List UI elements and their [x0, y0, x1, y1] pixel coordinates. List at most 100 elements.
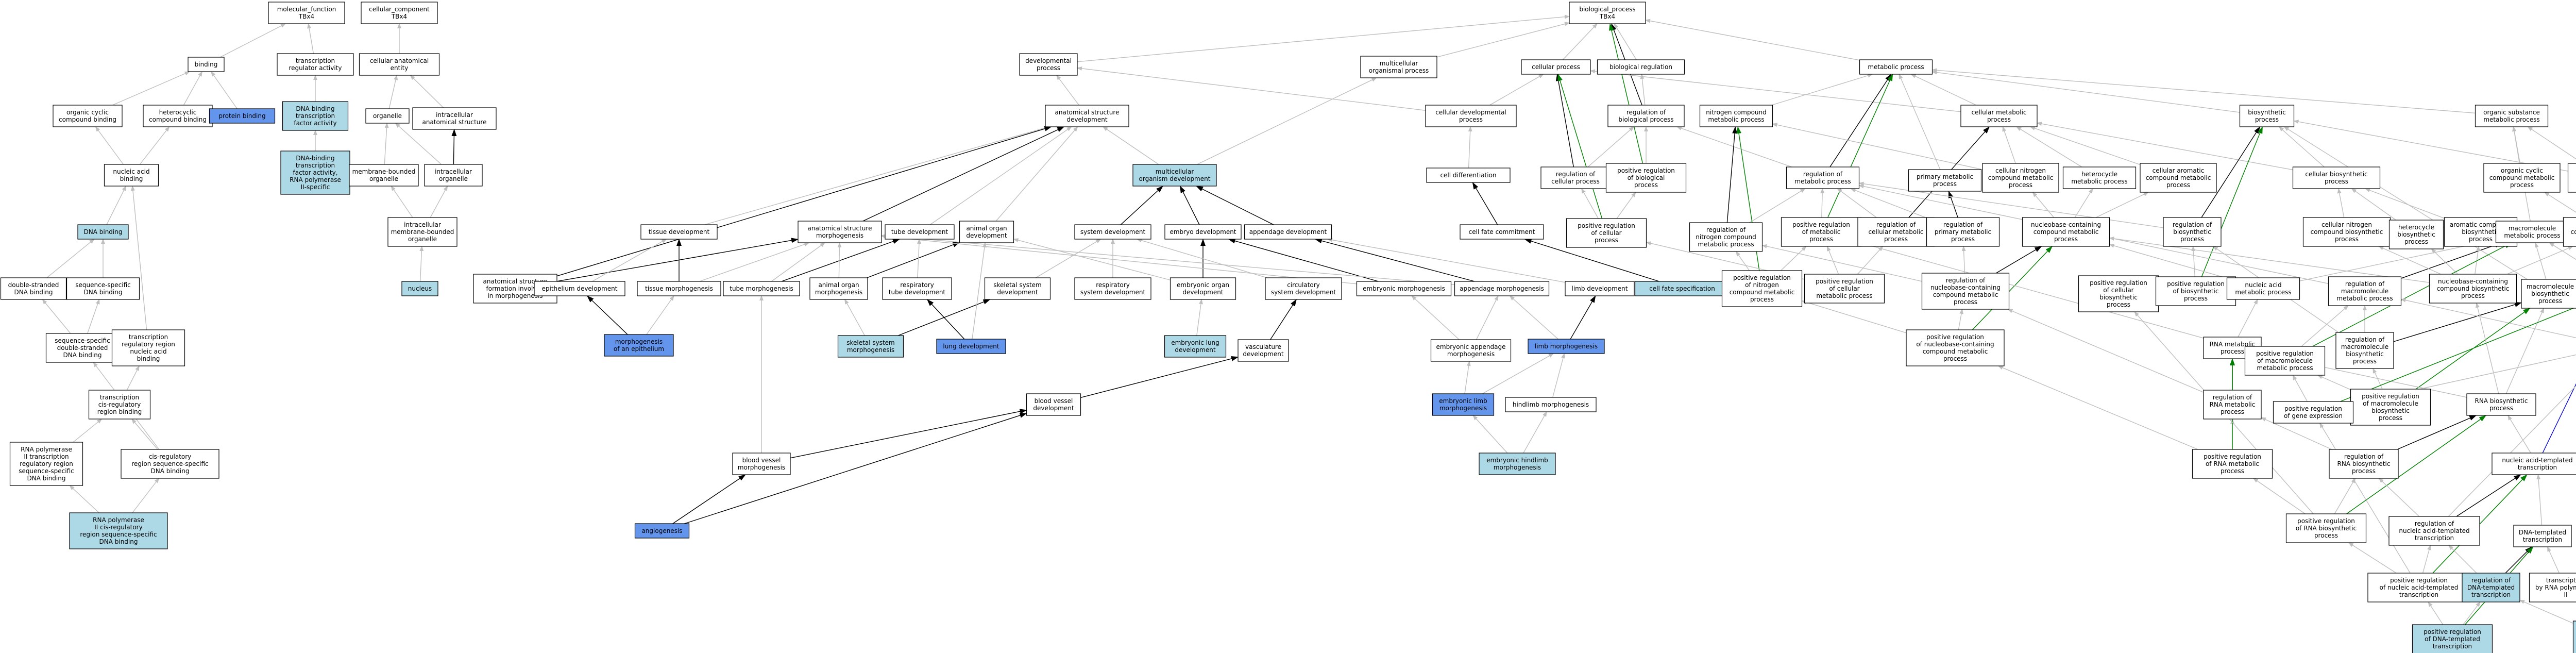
edge-is-a-aod-to-asd	[995, 126, 1078, 222]
edge-is-a-ld-to-ad	[1327, 238, 1566, 283]
term-box	[2529, 573, 2576, 602]
edge-part-of-am-to-ad	[1314, 238, 1475, 282]
term-box	[1597, 59, 1685, 75]
term-box	[387, 217, 457, 247]
term-label: cell differentiation	[1440, 172, 1496, 179]
edge-is-a-nbcmp-to-cacmp	[2095, 192, 2149, 218]
term-node-br: biological regulation	[1597, 59, 1685, 75]
term-box	[2567, 163, 2576, 193]
edge-is-a-prnatt-to-rnatt	[2422, 545, 2431, 574]
term-box	[1566, 218, 1647, 248]
edge-part-of-moep-to-epd	[586, 295, 628, 335]
edge-is-a-nab-to-occb	[95, 126, 124, 165]
term-box	[1982, 163, 2059, 193]
edge-is-a-ias-to-cae	[410, 75, 444, 108]
term-node-rtrp2: regulation oftranscriptionby RNA polymer…	[2572, 621, 2576, 653]
term-box	[121, 449, 219, 479]
term-box	[412, 107, 497, 130]
term-node-sd: system development	[1074, 224, 1151, 240]
edge-is-a-bsp-to-metp	[1931, 70, 2240, 113]
term-box	[2367, 573, 2470, 602]
edge-is-a-nbcmp-to-hcmp	[2074, 188, 2093, 218]
edge-is-a-cmp-to-cp	[1590, 69, 1961, 112]
term-box	[1164, 224, 1242, 240]
edge-is-a-td-to-asd	[704, 126, 1050, 225]
edge-part-of-rnatt-to-natt	[2456, 474, 2521, 517]
term-box	[88, 390, 151, 420]
term-box	[66, 277, 140, 300]
term-box	[1460, 224, 1544, 240]
term-node-ld: limb development	[1565, 281, 1635, 296]
term-box	[1521, 59, 1591, 75]
edge-part-of-asfm-to-asm	[556, 238, 799, 282]
edge-is-a-rrnabsp-to-rrnamp	[2261, 417, 2332, 450]
term-label: epithelium development	[542, 285, 618, 292]
term-box	[2483, 163, 2561, 193]
term-box	[1074, 224, 1151, 240]
term-box	[984, 277, 1051, 300]
term-box	[2412, 624, 2493, 653]
edge-is-a-cbp-to-cmp	[2037, 122, 2293, 171]
edge-is-a-ssdsdb-to-ssdb	[87, 299, 100, 334]
edge-part-of-rrnabsp-to-rnabsp	[2397, 415, 2477, 450]
edge-positively-regulates-prge-to-ge	[2340, 307, 2576, 402]
term-node-pb: protein binding	[209, 108, 276, 124]
edge-is-a-rge-to-rmmp	[2400, 298, 2576, 339]
edge-part-of-rmp-to-metp	[1829, 74, 1892, 168]
edge-is-a-prncmp-to-rncmp	[1736, 251, 1750, 271]
term-box	[1908, 169, 1982, 192]
term-node-osbp: organic substancebiosyntheticprocess	[2567, 163, 2576, 193]
term-box	[1265, 277, 1342, 300]
term-box	[1454, 281, 1550, 296]
edge-positively-regulates-prmp-to-metp	[1827, 74, 1893, 218]
term-node-dnab: DNA binding	[77, 224, 129, 240]
edge-is-a-ssd-to-sd	[1035, 239, 1101, 278]
edge-is-a-pmp-to-metp	[1899, 74, 1941, 170]
edge-part-of-rpmp-to-pmp	[1948, 191, 1958, 218]
edge-part-of-bvm-to-bvd	[790, 409, 1027, 459]
edge-is-a-osmp-to-metp	[1931, 68, 2476, 114]
term-box	[2388, 516, 2480, 546]
term-label: cell fate specification	[1649, 285, 1715, 292]
term-box	[2078, 275, 2159, 312]
edge-is-a-mbo-to-org	[384, 123, 389, 165]
edge-is-a-hcmp-to-cmp	[2016, 126, 2082, 168]
edge-positively-regulates-prrnabsp-to-rnabsp	[2346, 415, 2487, 514]
